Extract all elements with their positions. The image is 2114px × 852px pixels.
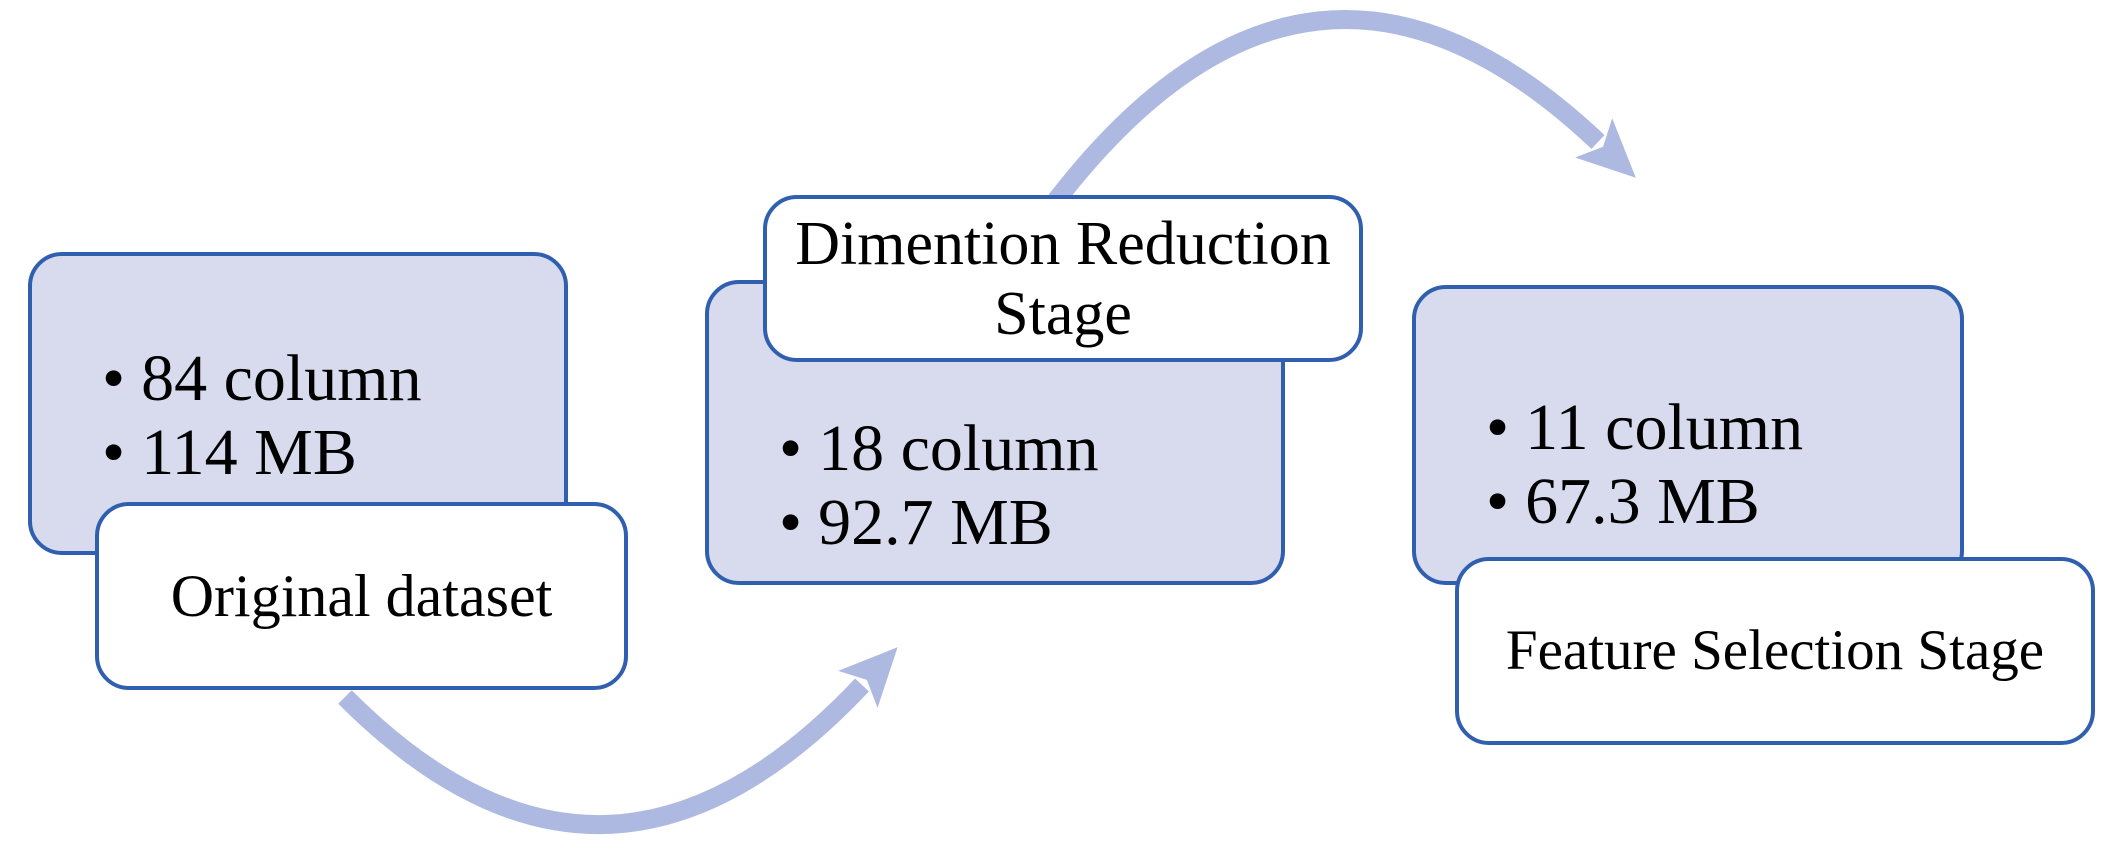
bullet-marker: •	[779, 486, 803, 559]
dimension-reduction-label-box: Dimention Reduction Stage	[763, 195, 1363, 362]
bullet-marker: •	[779, 412, 803, 485]
bullet-item: • 114 MB	[102, 416, 357, 490]
stage-label: Feature Selection Stage	[1505, 619, 2045, 682]
bullet-text: 67.3 MB	[1525, 465, 1760, 538]
curved-arrow-original-to-dimension-reduction	[338, 647, 898, 834]
bullet-marker: •	[102, 342, 126, 415]
curved-arrow-dimension-reduction-to-feature-selection	[1047, 10, 1636, 208]
bullet-item: • 84 column	[102, 342, 422, 416]
bullet-item: • 92.7 MB	[779, 486, 1053, 560]
stage-label: Dimention Reduction	[795, 209, 1331, 278]
stage-label: Original dataset	[170, 563, 553, 629]
feature-selection-stats-box: • 11 column • 67.3 MB	[1412, 285, 1964, 585]
feature-selection-label-box: Feature Selection Stage	[1455, 557, 2095, 745]
bullet-text: 18 column	[818, 412, 1099, 485]
bullet-item: • 11 column	[1486, 391, 1803, 465]
original-dataset-label-box: Original dataset	[95, 502, 628, 690]
bullet-marker: •	[1486, 391, 1510, 464]
bullet-text: 92.7 MB	[818, 486, 1053, 559]
bullet-text: 84 column	[141, 342, 422, 415]
bullet-marker: •	[1486, 465, 1510, 538]
bullet-item: • 67.3 MB	[1486, 465, 1760, 539]
bullet-text: 114 MB	[141, 416, 357, 489]
stage-label: Stage	[994, 279, 1132, 348]
bullet-marker: •	[102, 416, 126, 489]
original-dataset-stats-box: • 84 column • 114 MB	[28, 252, 568, 555]
bullet-text: 11 column	[1525, 391, 1804, 464]
bullet-item: • 18 column	[779, 412, 1099, 486]
